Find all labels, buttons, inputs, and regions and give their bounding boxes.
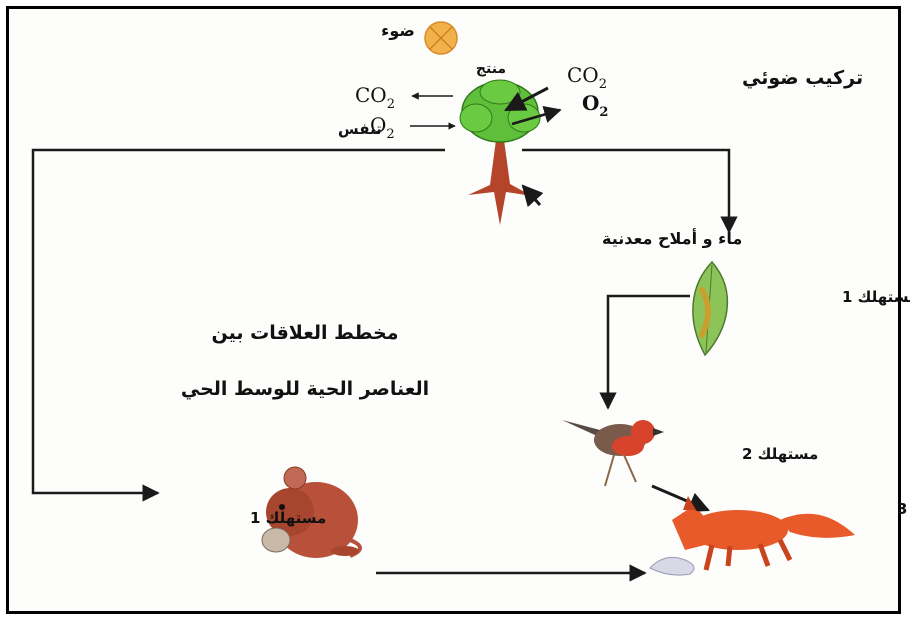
tree-icon: [460, 80, 540, 225]
consumer1-mouse-label: مستهلك 1: [250, 509, 326, 527]
diagram-title-line2: العناصر الحية للوسط الحي: [181, 378, 429, 400]
diagram-title-line1: مخطط العلاقات بين: [212, 322, 399, 344]
consumer2-bird-label: مستهلك 2: [742, 445, 818, 463]
consumer1-leaf-label: مستهلك 1: [842, 288, 910, 306]
consumer3-fox-label: مستهلك 3: [897, 500, 910, 518]
tree-to-leaf-consumer-line: [522, 150, 729, 232]
photosynthesis-label: تركيب ضوئي: [742, 67, 863, 89]
producer-label: منتج: [476, 61, 506, 77]
bird-icon: [562, 420, 664, 486]
caterpillar-leaf-icon: [693, 262, 728, 355]
fox-icon: [650, 496, 855, 575]
o2-out-label: O2: [582, 91, 608, 120]
roots-arrow: [523, 186, 540, 205]
co2-in-label: CO2: [567, 63, 607, 92]
light-label: ضوء: [381, 21, 415, 40]
co2-out-label: CO2: [355, 83, 395, 112]
water-minerals-label: ماء و أملاح معدنية: [602, 228, 742, 248]
respiration-label: تنفس: [338, 120, 382, 138]
bird-to-fox-arrow: [652, 486, 708, 510]
leaf-to-bird-line: [608, 296, 690, 408]
sun-icon: [425, 22, 457, 54]
